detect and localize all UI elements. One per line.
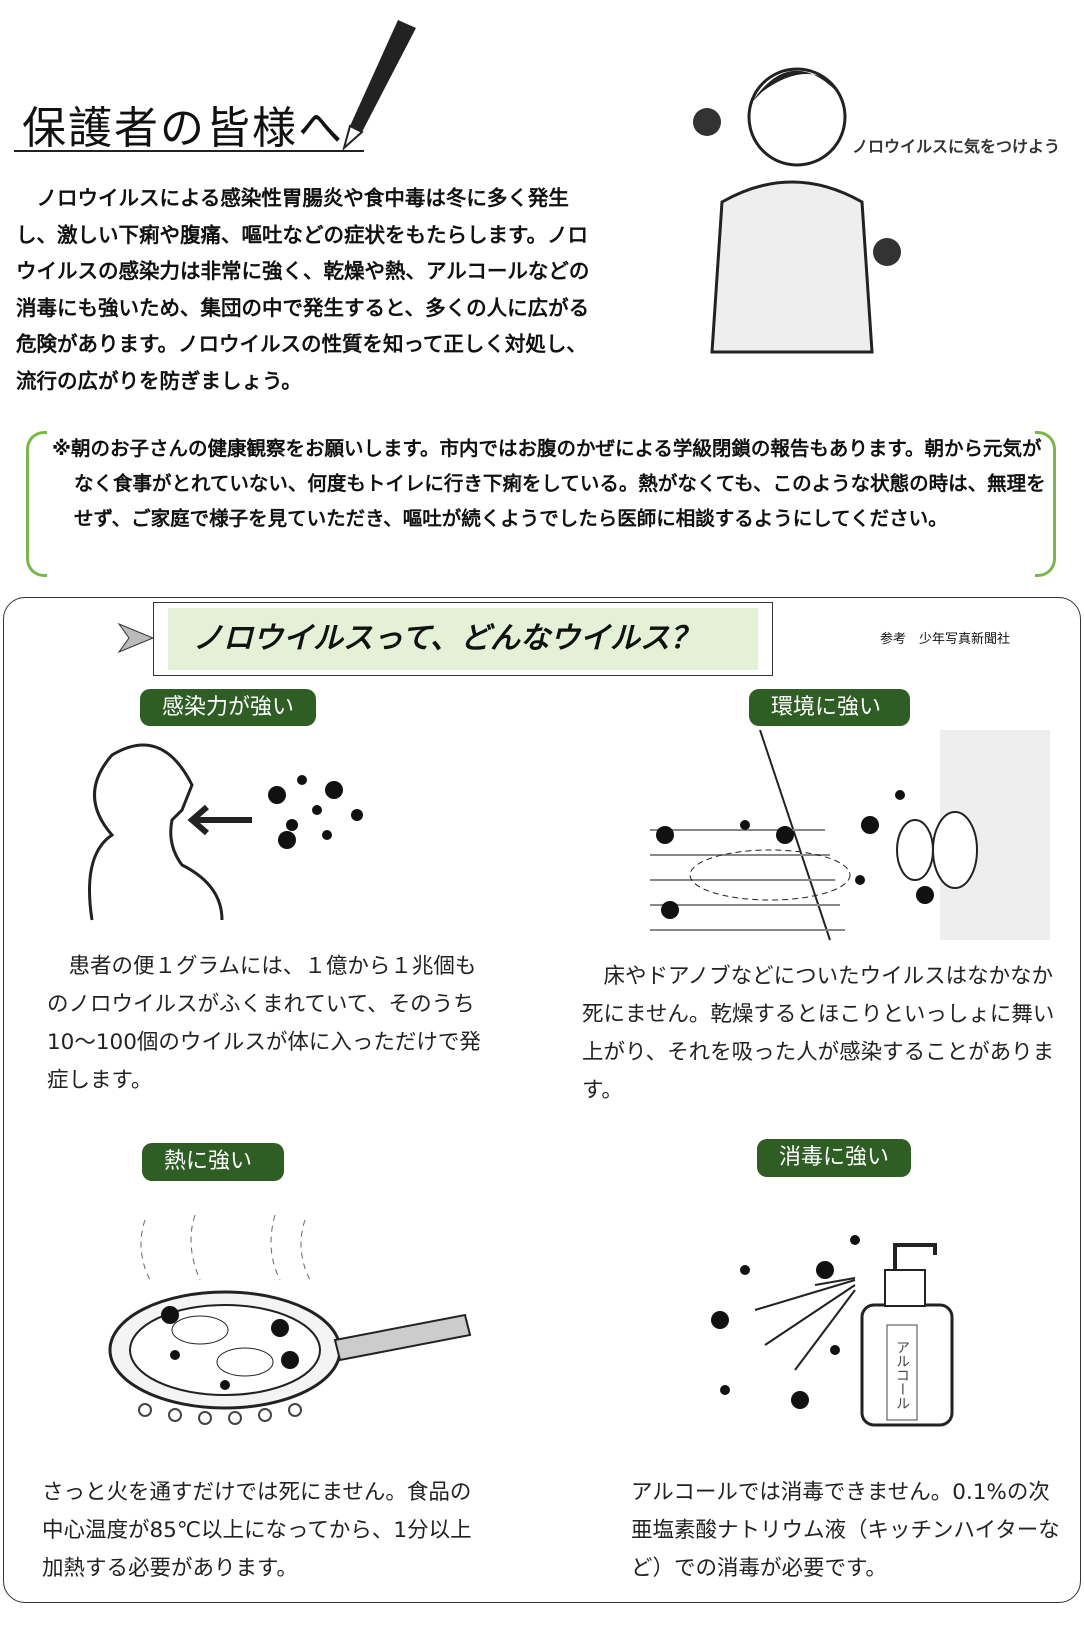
intro-line: 危険があります。ノロウイルスの性質を知って正しく対処し、 — [16, 332, 587, 356]
illustration-caption: ノロウイルスに気をつけよう — [852, 137, 1060, 156]
section-title-box: ノロウイルスって、どんなウイルス？ — [153, 602, 773, 676]
sick-child-illustration: ノロウイルスに気をつけよう — [693, 67, 1060, 354]
infectivity-text: 患者の便１グラムには、１億から１兆個ものノロウイルスがふくまれていて、そのうち … — [47, 954, 481, 1093]
pen-icon — [342, 20, 416, 150]
ribbon-icon — [117, 622, 155, 654]
floor-doorknob-illustration — [650, 730, 1050, 941]
notice-text: ※朝のお子さんの健康観察をお願いします。市内ではお腹のかぜによる学級閉鎖の報告も… — [52, 437, 1046, 530]
page-title: 保護者の皆様へ — [22, 103, 344, 154]
alcohol-spray-illustration: アルコール — [711, 1235, 954, 1427]
heat-text: さっと火を通すだけでは死にません。食品の中心温度が85℃以上になってから、1分以… — [42, 1480, 472, 1581]
frying-pan-illustration — [108, 1214, 472, 1425]
intro-line: ノロウイルスによる感染性胃腸炎や食中毒は冬に多く発生 — [16, 186, 569, 210]
breathing-virus-illustration — [88, 743, 363, 921]
reference: 参考 少年写真新聞社 — [880, 632, 1011, 647]
intro-line: ウイルスの感染力は非常に強く、乾燥や熱、アルコールなどの — [16, 259, 590, 283]
intro-line: 流行の広がりを防ぎましょう。 — [16, 368, 302, 393]
section-title: ノロウイルスって、どんなウイルス？ — [168, 608, 758, 670]
info-panel — [3, 597, 1081, 1603]
disinfectant-text: アルコールでは消毒できません。0.1%の次亜塩素酸ナトリウム液（キッチンハイター… — [631, 1480, 1060, 1581]
notice-box: ※朝のお子さんの健康観察をお願いします。市内ではお腹のかぜによる学級閉鎖の報告も… — [26, 431, 1056, 577]
intro-line: し、激しい下痢や腹痛、嘔吐などの症状をもたらします。ノロ — [16, 222, 588, 247]
badge-environment: 環境に強い — [749, 689, 910, 726]
badge-disinfectant: 消毒に強い — [757, 1139, 911, 1177]
title-underline — [14, 150, 364, 152]
intro-paragraph: ノロウイルスによる感染性胃腸炎や食中毒は冬に多く発生 し、激しい下痢や腹痛、嘔吐… — [16, 180, 641, 399]
left-bracket — [26, 431, 47, 577]
bottle-label: アルコール — [894, 1340, 910, 1410]
badge-infectivity: 感染力が強い — [140, 689, 316, 726]
intro-line: 消毒にも強いため、集団の中で発生すると、多くの人に広がる — [16, 295, 590, 320]
environment-text: 床やドアノブなどについたウイルスはなかなか死にません。乾燥するとほこりといっしょ… — [582, 964, 1055, 1103]
badge-heat: 熱に強い — [142, 1143, 284, 1181]
